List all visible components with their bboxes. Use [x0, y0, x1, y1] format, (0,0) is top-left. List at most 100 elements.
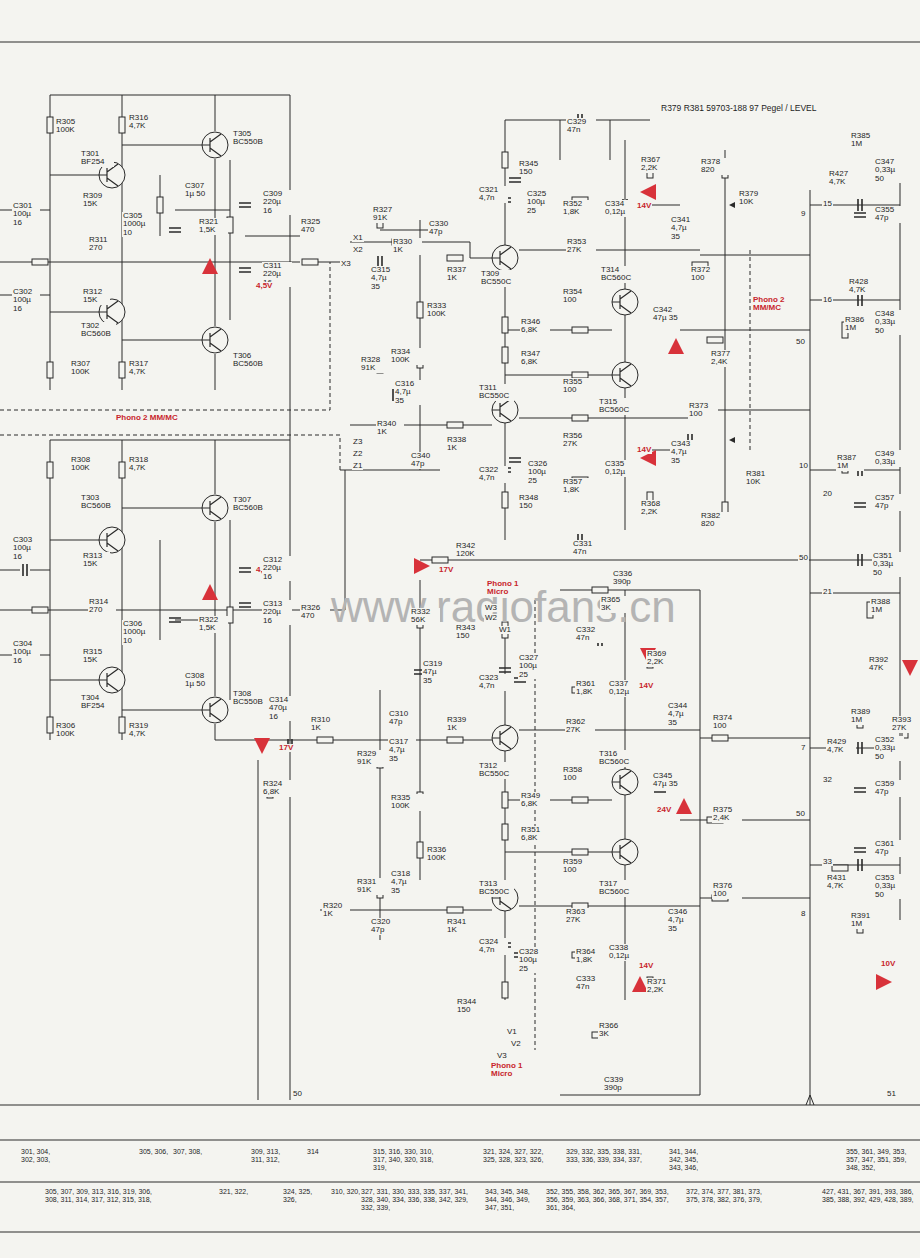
- component-label: T312 BC550C: [478, 762, 514, 779]
- capacitor-symbol: [858, 859, 862, 871]
- component-label: C301 100µ 16: [12, 202, 40, 227]
- wire: [122, 508, 202, 509]
- component-label: X2: [352, 246, 364, 254]
- wire: [560, 120, 561, 160]
- component-label: W3: [484, 604, 498, 612]
- component-label: R365 3K: [600, 596, 628, 613]
- transistor-symbol: [612, 839, 638, 865]
- component-label: T311 BC550C: [478, 384, 514, 401]
- capacitor-symbol: [854, 788, 866, 792]
- parts-table-cell: 315, 316, 330, 310, 317, 340, 320, 318, …: [372, 1148, 436, 1172]
- parts-table-cell: 305, 307, 309, 313, 316, 319, 306, 308, …: [44, 1188, 158, 1204]
- component-label: T307 BC560B: [232, 496, 268, 513]
- component-label: 50: [795, 810, 806, 818]
- component-label: C321 4,7n: [478, 186, 508, 203]
- component-label: R344 150: [456, 998, 486, 1015]
- component-label: R381 10K: [745, 470, 775, 487]
- wire: [625, 795, 626, 839]
- capacitor-symbol: [239, 568, 251, 572]
- component-label: 16: [822, 296, 833, 304]
- parts-table-cell: 321, 324, 327, 322, 325, 328, 323, 326,: [482, 1148, 546, 1164]
- component-label: R308 100K: [70, 456, 104, 473]
- wire: [0, 1140, 920, 1141]
- component-label: R315 15K: [82, 648, 110, 665]
- component-label: R327 91K: [372, 206, 402, 223]
- component-label: C326 100µ 25: [527, 460, 557, 485]
- component-label: R342 120K: [455, 542, 489, 559]
- component-label: C353 0,33µ 50: [874, 874, 904, 899]
- test-point-marker: [254, 738, 270, 754]
- component-label: R346 6,8K: [520, 318, 550, 335]
- voltage-label: 17V: [438, 566, 454, 574]
- component-label: R361 1,8K: [575, 680, 605, 697]
- voltage-label: Phono 1 Micro: [486, 580, 528, 597]
- resistor-symbol: [447, 737, 463, 743]
- resistor-symbol: [302, 259, 318, 265]
- wire: [625, 315, 626, 362]
- pot-wiper: [729, 202, 735, 208]
- parts-table-cell: 352, 355, 358, 362, 365, 367, 369, 353, …: [545, 1188, 683, 1212]
- component-label: R374 100: [712, 714, 742, 731]
- wire: [50, 95, 51, 390]
- component-label: R335 100K: [390, 794, 424, 811]
- wire: [160, 540, 161, 640]
- component-label: R366 3K: [598, 1022, 626, 1039]
- wire: [700, 255, 810, 256]
- voltage-label: Phono 1 Micro: [490, 1062, 532, 1079]
- component-label: R363 27K: [565, 908, 595, 925]
- component-label: R356 27K: [562, 432, 592, 449]
- parts-table-cell: 341, 344, 342, 345, 343, 346,: [668, 1148, 714, 1172]
- resistor-symbol: [502, 152, 508, 168]
- component-label: R337 1K: [446, 266, 474, 283]
- component-label: R353 27K: [566, 238, 596, 255]
- component-label: R367 2,2K: [640, 156, 670, 173]
- component-label: R310 1K: [310, 716, 338, 733]
- wire: [0, 1232, 920, 1233]
- wire: [230, 160, 231, 320]
- resistor-symbol: [47, 362, 53, 378]
- resistor-symbol: [502, 347, 508, 363]
- component-label: R309 15K: [82, 192, 110, 209]
- component-label: T309 BC550C: [480, 270, 516, 287]
- capacitor-symbol: [854, 848, 866, 852]
- component-label: C334 0,12µ: [604, 200, 634, 217]
- transistor-symbol: [612, 289, 638, 315]
- voltage-label: 14V: [636, 202, 652, 210]
- component-label: T314 BC560C: [600, 266, 636, 283]
- component-label: C313 220µ 16: [262, 600, 292, 625]
- voltage-label: 10V: [880, 960, 896, 968]
- component-label: R428 4,7K: [848, 278, 878, 295]
- component-label: R311 270: [88, 236, 116, 253]
- component-label: 32: [822, 776, 833, 784]
- component-label: C351 0,33µ 50: [872, 552, 902, 577]
- wire: [560, 590, 700, 1095]
- wire: [610, 120, 611, 160]
- wire: [505, 120, 506, 245]
- wire: [122, 710, 202, 711]
- component-label: R314 270: [88, 598, 116, 615]
- component-label: R378 820: [700, 158, 730, 175]
- component-label: R306 100K: [55, 722, 89, 739]
- component-label: C318 4,7µ 35: [390, 870, 418, 895]
- component-label: R379 10K: [738, 190, 768, 207]
- wire: [560, 1095, 700, 1096]
- component-label: R354 100: [562, 288, 592, 305]
- component-label: R364 1,8K: [575, 948, 605, 965]
- test-point-marker: [202, 584, 218, 600]
- component-label: 51: [886, 1090, 897, 1098]
- component-label: R317 4,7K: [128, 360, 162, 377]
- resistor-symbol: [572, 415, 588, 421]
- resistor-symbol: [572, 797, 588, 803]
- component-label: R331 91K: [356, 878, 386, 895]
- voltage-label: 24V: [656, 806, 672, 814]
- component-label: C333 47n: [575, 975, 603, 992]
- wire: [215, 159, 216, 326]
- component-label: C336 390p: [612, 570, 642, 587]
- component-label: 50: [795, 338, 806, 346]
- component-label: R328 91K: [360, 356, 390, 373]
- component-label: R377 2,4K: [710, 350, 740, 367]
- resistor-symbol: [572, 327, 588, 333]
- component-label: R389 1M: [850, 708, 878, 725]
- transistor-symbol: [99, 527, 125, 553]
